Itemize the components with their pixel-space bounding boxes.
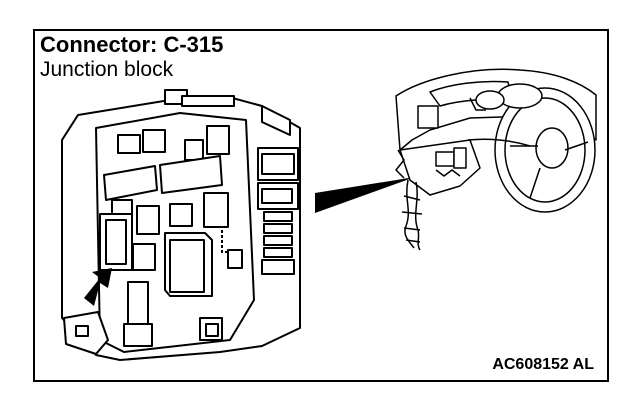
junction-block bbox=[61, 89, 301, 361]
zoom-wedge bbox=[315, 177, 415, 213]
connector-location-arrow bbox=[84, 268, 112, 306]
figure-code: AC608152 AL bbox=[492, 356, 594, 373]
connector-title: Connector: C-315 bbox=[40, 32, 224, 57]
component-subtitle: Junction block bbox=[40, 58, 174, 81]
dashboard-overview bbox=[395, 68, 597, 251]
